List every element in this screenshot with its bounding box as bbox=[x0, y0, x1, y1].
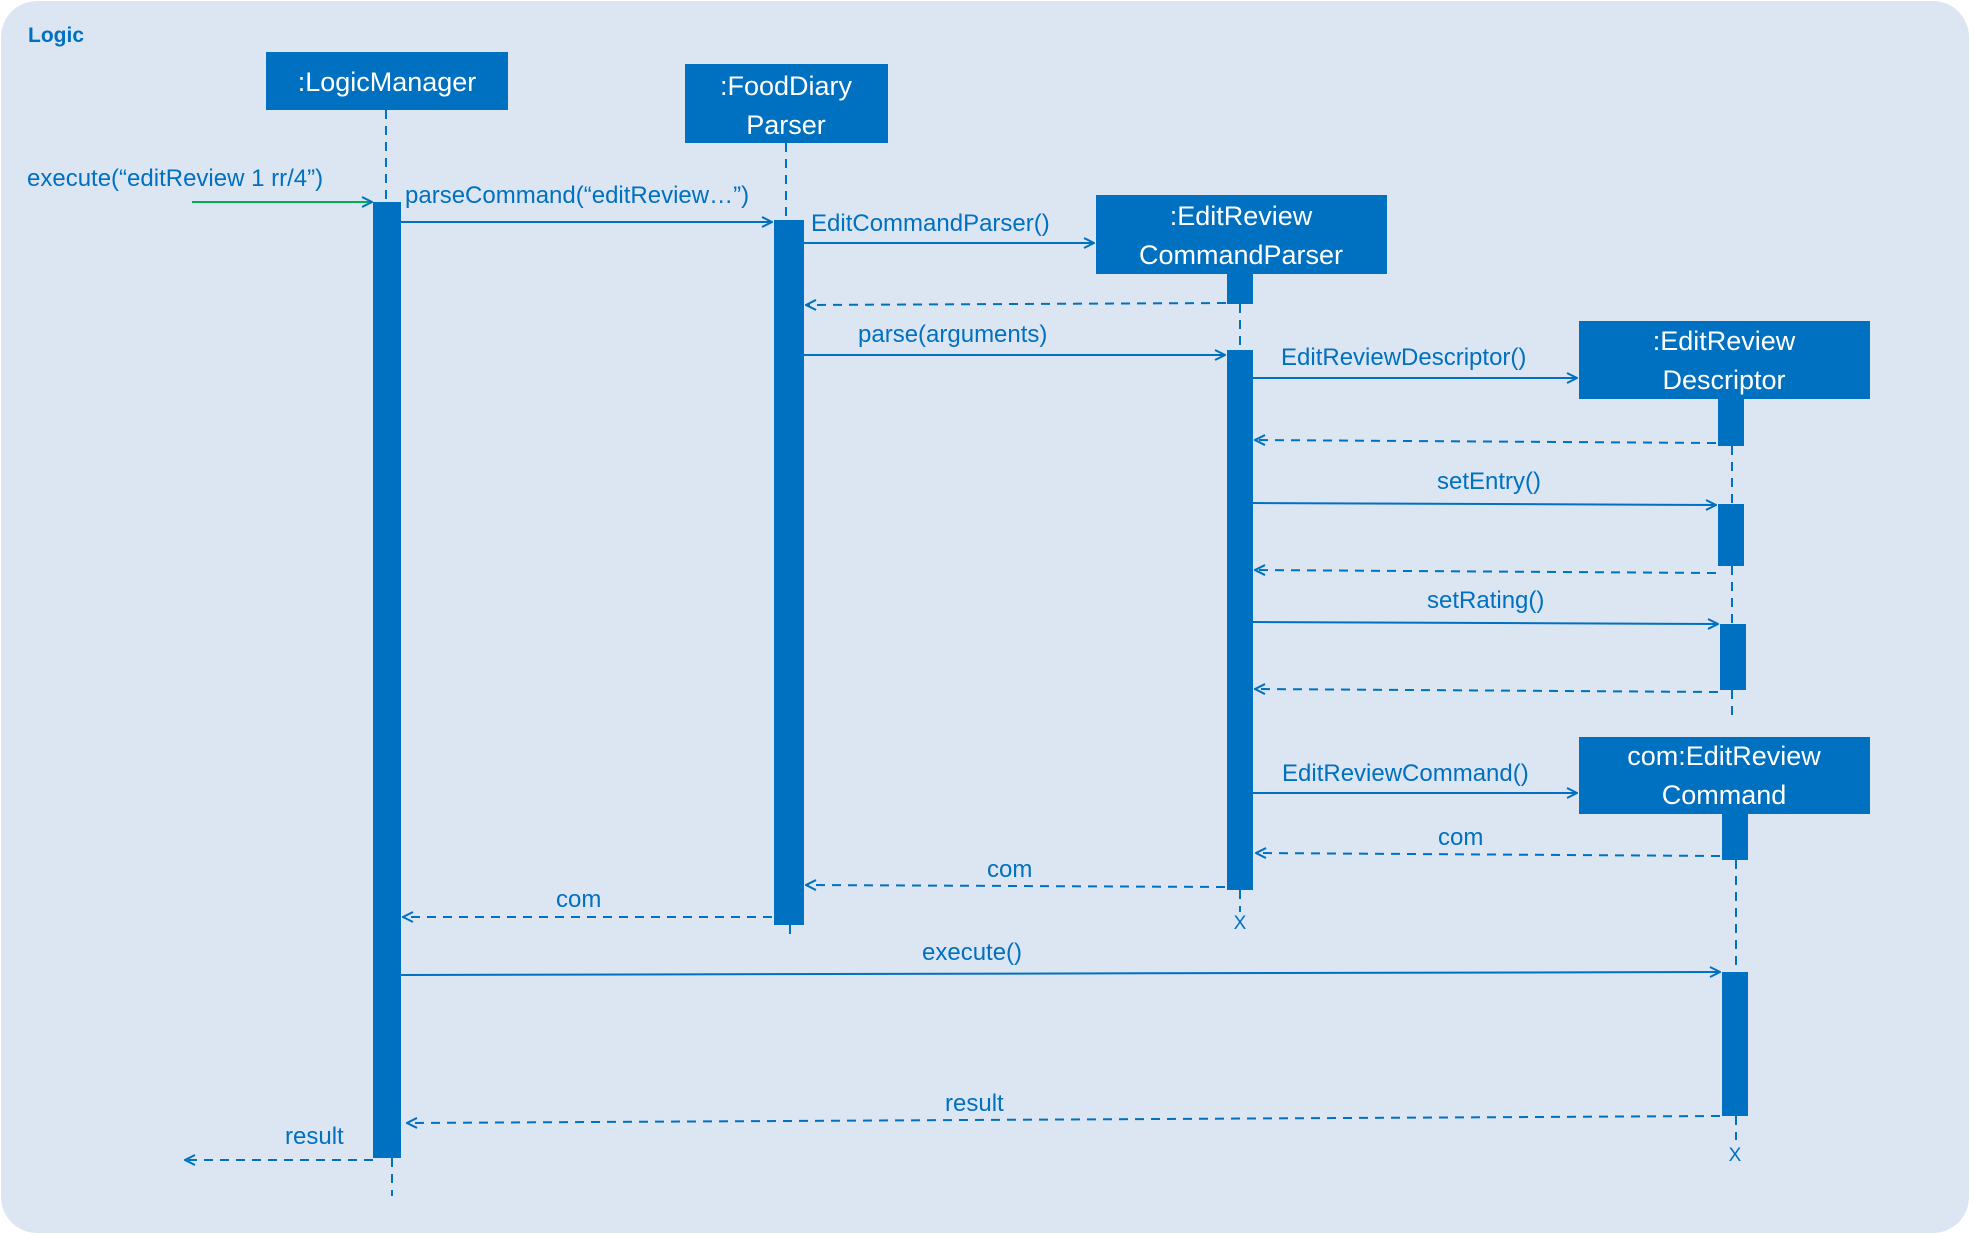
activation-edit-review-descriptor-set-rating bbox=[1720, 624, 1746, 690]
message-return-com-from-command: com bbox=[1438, 824, 1483, 851]
participant-edit-review-descriptor-label-line1: :EditReview bbox=[1653, 326, 1796, 356]
activation-logic-manager bbox=[373, 202, 401, 1158]
activation-edit-review-descriptor-set-entry bbox=[1718, 504, 1744, 566]
message-set-rating: setRating() bbox=[1427, 587, 1544, 614]
arrow-execute-call bbox=[400, 972, 1720, 975]
activation-bars bbox=[373, 202, 1748, 1158]
destroy-mark-edit-review-command-parser: X bbox=[1234, 913, 1247, 934]
message-edit-review-descriptor-ctor: EditReviewDescriptor() bbox=[1281, 344, 1526, 371]
arrow-return-com-from-command bbox=[1256, 853, 1721, 856]
frame-title: Logic bbox=[28, 24, 84, 47]
destroy-mark-edit-review-command: X bbox=[1729, 1145, 1742, 1166]
participant-logic-manager-label: :LogicManager bbox=[298, 67, 477, 97]
activation-edit-review-command-parser bbox=[1227, 350, 1253, 890]
participant-food-diary-parser-label-line2: Parser bbox=[746, 110, 826, 140]
participant-edit-review-command: com:EditReview Command bbox=[1579, 737, 1870, 814]
message-return-com-to-manager: com bbox=[556, 886, 601, 913]
message-edit-command-parser-ctor: EditCommandParser() bbox=[811, 210, 1050, 237]
arrow-return-edit-command-parser bbox=[806, 303, 1227, 305]
participant-food-diary-parser: :FoodDiary Parser bbox=[685, 64, 888, 143]
message-execute-call: execute() bbox=[922, 939, 1022, 966]
message-parse-arguments: parse(arguments) bbox=[858, 321, 1047, 348]
lifelines bbox=[385, 110, 1737, 1196]
message-return-com-from-parser: com bbox=[987, 856, 1032, 883]
participant-edit-review-descriptor-label-line2: Descriptor bbox=[1662, 365, 1785, 395]
activation-edit-review-command-parser-ctor bbox=[1227, 272, 1253, 304]
participant-edit-review-command-label-line2: Command bbox=[1662, 780, 1787, 810]
activation-edit-review-command-execute bbox=[1722, 972, 1748, 1116]
message-edit-review-command-ctor: EditReviewCommand() bbox=[1282, 760, 1529, 787]
arrow-set-entry bbox=[1252, 503, 1716, 505]
activation-edit-review-command-ctor bbox=[1722, 812, 1748, 860]
activation-edit-review-descriptor-ctor bbox=[1718, 398, 1744, 446]
arrow-return-result bbox=[407, 1115, 1721, 1123]
arrow-set-rating bbox=[1252, 622, 1718, 624]
participant-edit-review-descriptor: :EditReview Descriptor bbox=[1579, 321, 1870, 399]
participant-edit-review-command-label-line1: com:EditReview bbox=[1627, 741, 1821, 771]
activation-food-diary-parser bbox=[774, 220, 804, 925]
arrow-return-set-rating bbox=[1255, 689, 1719, 692]
participant-edit-review-command-parser-label-line1: :EditReview bbox=[1170, 201, 1313, 231]
message-return-result-out: result bbox=[285, 1123, 344, 1150]
message-return-result: result bbox=[945, 1090, 1004, 1117]
participant-food-diary-parser-label-line1: :FoodDiary bbox=[720, 71, 853, 101]
arrow-return-com-from-parser bbox=[806, 885, 1226, 887]
participant-edit-review-command-parser: :EditReview CommandParser bbox=[1096, 195, 1387, 274]
message-parse-command: parseCommand(“editReview…”) bbox=[405, 182, 749, 209]
participant-edit-review-command-parser-label-line2: CommandParser bbox=[1139, 240, 1343, 270]
message-execute-input: execute(“editReview 1 rr/4”) bbox=[27, 165, 323, 192]
message-set-entry: setEntry() bbox=[1437, 468, 1541, 495]
arrow-return-set-entry bbox=[1255, 570, 1717, 573]
arrow-return-edit-review-descriptor bbox=[1255, 440, 1717, 443]
participant-logic-manager: :LogicManager bbox=[266, 52, 508, 110]
